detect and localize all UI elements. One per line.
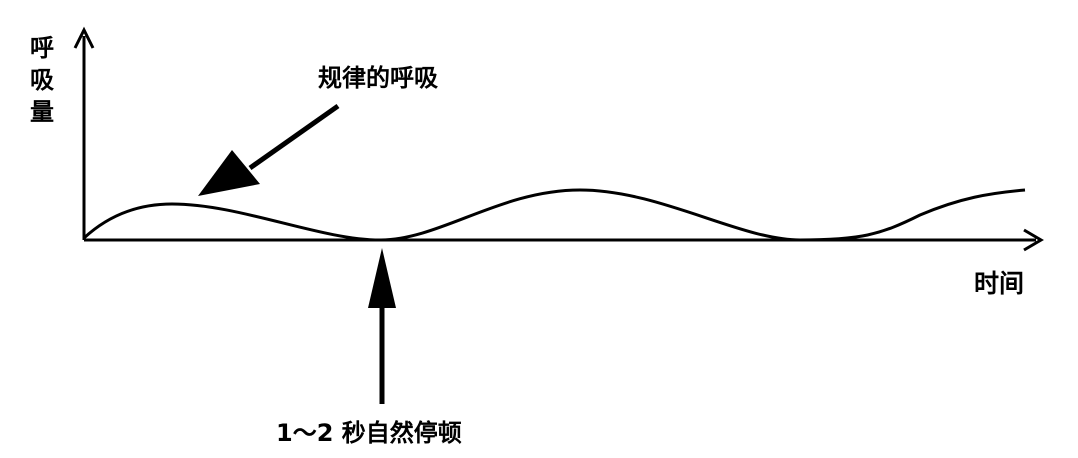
pause-label: 1～2 秒自然停顿 [276,419,462,447]
y-axis-arrowhead [73,26,95,49]
breathing-wave [82,188,1026,242]
regular-breathing-arrowhead [198,150,260,196]
y-axis-label: 呼 吸 量 [28,32,56,128]
y-axis-label-char: 吸 [30,66,54,94]
x-axis-label: 时间 [974,269,1025,298]
x-axis-arrowhead [1023,228,1044,252]
regular-breathing-arrow-shaft [248,103,340,171]
y-axis-label-char: 量 [30,98,54,126]
y-axis-label-char: 呼 [30,34,54,62]
pause-arrowhead [368,248,396,308]
regular-breathing-label: 规律的呼吸 [318,64,438,92]
